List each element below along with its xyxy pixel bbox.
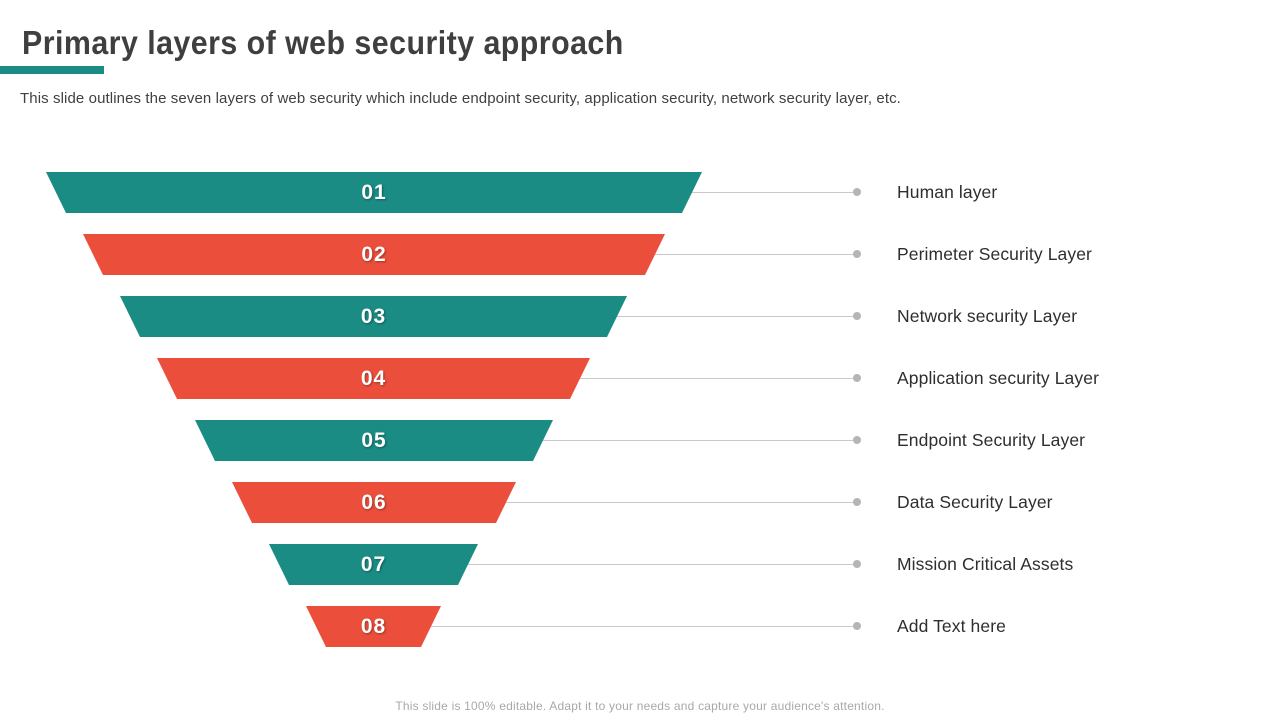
funnel-step-label: Application security Layer: [897, 368, 1100, 388]
connector-dot: [853, 560, 861, 568]
funnel-step-label: Mission Critical Assets: [897, 554, 1074, 574]
connector-line: [576, 378, 857, 379]
funnel-step-label: Data Security Layer: [897, 492, 1053, 512]
funnel-step-number: 05: [361, 429, 387, 452]
connector-line: [464, 564, 857, 565]
connector-dot: [853, 312, 861, 320]
funnel-step-number: 02: [361, 243, 387, 266]
connector-dot: [853, 188, 861, 196]
funnel-step-number: 03: [360, 305, 387, 328]
funnel-step-shape: 05: [195, 420, 553, 461]
funnel-step-number: 08: [360, 615, 387, 638]
funnel-step-02: 02 Perimeter Security Layer: [0, 234, 1280, 275]
connector-line: [613, 316, 857, 317]
connector-line: [539, 440, 857, 441]
footer-note: This slide is 100% editable. Adapt it to…: [395, 699, 885, 713]
funnel-step-01: 01 Human layer: [0, 172, 1280, 213]
funnel-step-shape: 04: [157, 358, 590, 399]
page-title: Primary layers of web security approach: [22, 24, 624, 61]
title-accent-bar: [0, 66, 104, 74]
funnel-step-label: Perimeter Security Layer: [897, 244, 1092, 264]
slide-subtitle: This slide outlines the seven layers of …: [20, 90, 901, 107]
funnel-step-number: 07: [360, 553, 387, 576]
funnel-step-05: 05 Endpoint Security Layer: [0, 420, 1280, 461]
funnel-step-03: 03 Network security Layer: [0, 296, 1280, 337]
funnel-step-label: Network security Layer: [897, 306, 1078, 326]
funnel-step-07: 07 Mission Critical Assets: [0, 544, 1280, 585]
funnel-step-shape: 03: [120, 296, 627, 337]
connector-dot: [853, 250, 861, 258]
funnel-step-shape: 01: [46, 172, 702, 213]
funnel-step-number: 04: [360, 367, 387, 390]
connector-dot: [853, 436, 861, 444]
funnel-step-04: 04 Application security Layer: [0, 358, 1280, 399]
connector-line: [502, 502, 857, 503]
connector-dot: [853, 374, 861, 382]
connector-line: [688, 192, 857, 193]
connector-dot: [853, 498, 861, 506]
funnel-step-shape: 07: [269, 544, 478, 585]
funnel-step-label: Add Text here: [897, 616, 1006, 636]
funnel-step-label: Human layer: [897, 182, 998, 202]
funnel-step-shape: 06: [232, 482, 516, 523]
connector-dot: [853, 622, 861, 630]
funnel-step-08: 08 Add Text here: [0, 606, 1280, 647]
funnel-step-shape: 08: [306, 606, 441, 647]
connector-line: [651, 254, 857, 255]
funnel-step-label: Endpoint Security Layer: [897, 430, 1086, 450]
funnel-step-shape: 02: [83, 234, 665, 275]
funnel-step-number: 06: [361, 491, 387, 514]
funnel-step-06: 06 Data Security Layer: [0, 482, 1280, 523]
connector-line: [427, 626, 857, 627]
funnel-step-number: 01: [361, 181, 387, 204]
